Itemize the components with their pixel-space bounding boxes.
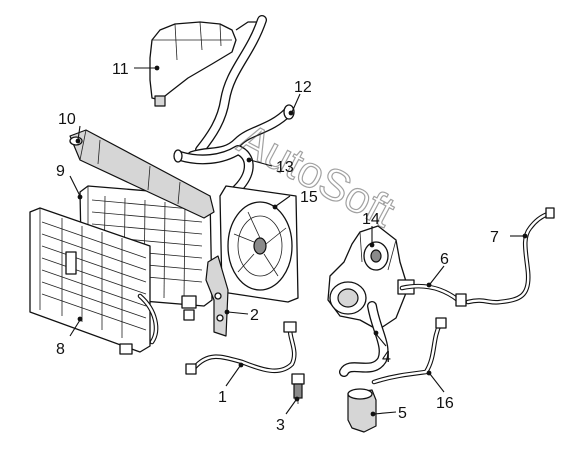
- temperature-sensor: [291, 373, 305, 404]
- callout-1: 1: [218, 389, 227, 406]
- radiator-upper-hose: [187, 104, 295, 161]
- callout-9: 9: [56, 163, 65, 180]
- callout-8: 8: [56, 341, 65, 358]
- fan-shroud: [219, 185, 299, 303]
- callout-labels: 11 12 13 10 9 8 15 14 6 7 2 1 3 4 5 16: [56, 61, 499, 434]
- callout-12: 12: [294, 79, 312, 96]
- coolant-pipe-1: [185, 321, 297, 375]
- expansion-tank: [149, 21, 258, 107]
- callout-16: 16: [436, 395, 454, 412]
- control-valve: [347, 388, 377, 433]
- callout-4: 4: [382, 349, 391, 366]
- callout-13: 13: [276, 159, 294, 176]
- heater-pipe-6: [399, 283, 467, 307]
- callout-10: 10: [58, 111, 76, 128]
- callout-2: 2: [250, 307, 259, 324]
- water-pump: [327, 225, 415, 331]
- callout-3: 3: [276, 417, 285, 434]
- bypass-hose: [339, 301, 389, 377]
- tank-hose: [195, 15, 267, 155]
- callout-6: 6: [440, 251, 449, 268]
- callout-15: 15: [300, 189, 318, 206]
- upper-air-guide: [69, 129, 215, 219]
- return-pipe-16: [371, 317, 447, 385]
- leader-lines: [69, 65, 528, 417]
- mounting-bracket: [205, 255, 229, 337]
- callout-14: 14: [362, 211, 380, 228]
- heater-pipe-7: [465, 207, 555, 305]
- callout-5: 5: [398, 405, 407, 422]
- callout-11: 11: [112, 61, 129, 78]
- callout-7: 7: [490, 229, 499, 246]
- condenser: [29, 207, 159, 355]
